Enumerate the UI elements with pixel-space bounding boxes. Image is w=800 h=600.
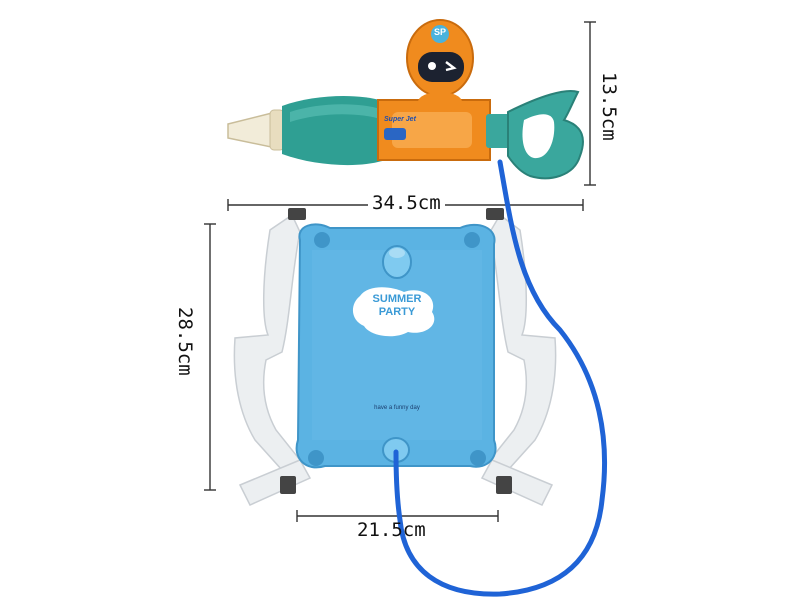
gun-side-label: Super Jet [384,116,416,123]
gun-height-label: 13.5cm [598,72,620,141]
water-hose [393,159,608,597]
water-bag [295,223,497,469]
strap-buckles [280,208,512,494]
gun-length-label: 34.5cm [368,192,445,214]
bag-width-label: 21.5cm [357,519,426,541]
bag-logo-line2: PARTY [378,306,416,318]
bag-height-label: 28.5cm [174,307,196,376]
backpack-straps [233,213,557,506]
bag-logo-line1: SUMMER [372,293,422,305]
bag-logo: SUMMER PARTY [360,293,434,319]
water-gun [227,19,584,180]
gun-badge: SP [433,27,446,37]
bag-tagline: have a funny day [374,405,420,411]
